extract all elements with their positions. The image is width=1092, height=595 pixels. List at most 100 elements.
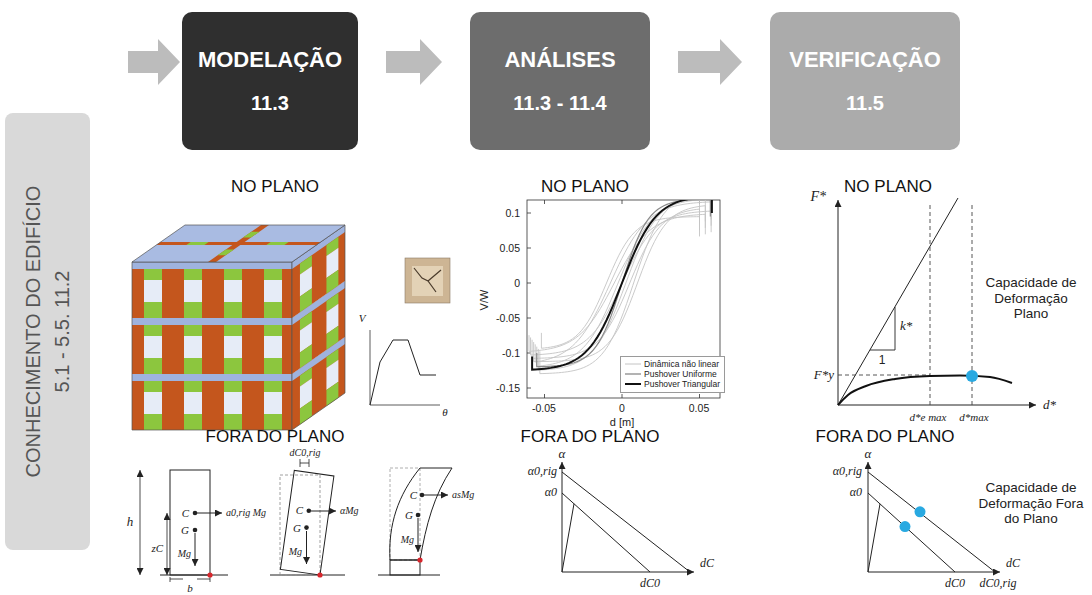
math-symbol: d*max [959,411,988,424]
opening [184,336,202,358]
legend-text: Pushover Uniforme [644,369,717,379]
label-holder: k* [900,319,912,334]
math-symbol: b [187,582,193,595]
slope-triangle [870,307,895,350]
capacity-note: Capacidade de Deformação Fora do Plano [976,480,1086,527]
math-symbol: V [359,312,366,325]
opening [224,280,242,302]
floor-slab [132,262,292,269]
spandrel [224,269,242,280]
axis-label: 0.1 [505,207,520,219]
spandrel [264,381,282,392]
dynamic-curve [541,217,699,349]
math-symbol: α [865,447,872,462]
math-symbol: d* [1043,398,1056,413]
step-text: VERIFICAÇÃO [789,46,941,74]
point [416,513,421,518]
label-holder: α0,rig [833,465,862,479]
label-holder: -0.1 [502,347,520,359]
capacity-curve [838,376,1012,406]
block-arrow [678,39,742,85]
step-box: MODELAÇÃO11.3 [182,12,358,150]
axis [868,462,869,572]
label-holder: NO PLANO [844,177,932,197]
label-holder: NO PLANO [231,177,319,197]
crack-line [414,268,441,292]
math-symbol: d*e max [910,411,947,424]
spandrel [326,382,338,406]
math-symbol: dC0,rig [979,577,1016,591]
tick [527,213,531,214]
point [193,528,198,533]
label-holder: d*max [959,411,988,424]
math-symbol: dC0 [640,577,660,591]
math-symbol: G [293,522,301,535]
label-holder: zC [151,542,163,555]
legend-line [625,374,641,375]
opening [184,392,202,414]
label-holder: α [559,447,566,462]
masonry-wall [292,337,345,430]
tick [699,394,700,398]
step-text: 11.5 [846,91,884,116]
label-holder: 0.05 [689,402,709,414]
math-symbol: k* [900,319,912,334]
label-holder: V [359,312,366,325]
force-arrow [306,531,307,564]
rotated-text-frame: CONHECIMENTO DO EDIFÍCIO5.1 - 5.5. 11.2 [5,113,90,550]
math-symbol: dC0,rig [290,447,321,459]
force-arrow [195,533,196,566]
label-holder: Capacidade de Deformação Fora do Plano [976,480,1086,527]
spandrel [184,358,202,374]
dashed-guide [930,204,931,405]
curve-group [529,200,712,374]
point [207,572,212,577]
axis-label: -0.05 [496,312,520,324]
opening [144,336,162,358]
opening [224,392,242,414]
force-arrow [311,511,336,512]
masonry-wall [132,318,292,374]
capacity-line [562,493,650,572]
math-symbol: θ [442,406,447,419]
math-symbol: C [410,489,417,502]
floor-slab [132,374,292,381]
lead-arrow [128,39,180,85]
math-symbol: C [182,507,189,520]
force-arrow [197,513,222,514]
chart-legend: Dinâmica não linearPushover UniformePush… [620,356,725,393]
label-holder: α0 [850,486,862,500]
point [304,525,309,530]
legend-row: Pushover Uniforme [625,369,720,379]
label-holder: h [127,515,134,530]
label-holder: d*e max [910,411,947,424]
label-holder: G [181,524,189,537]
axis-label: -0.05 [532,402,556,414]
math-symbol: α [559,447,566,462]
axis-label: -0.15 [496,382,520,394]
mini-axis [370,405,440,406]
inner-wall-band [243,232,259,238]
math-symbol: F* [810,189,826,205]
math-symbol: dC [700,557,714,571]
roof-slab [132,225,345,262]
spandrel [224,325,242,336]
rotated-wall [280,470,334,575]
label-holder: dC [1006,557,1020,571]
math-symbol: α0 [545,486,557,500]
label-holder: dC0,rig [979,577,1016,591]
label-holder: α0,rig [528,465,557,479]
label-holder: 0 [514,277,520,289]
math-symbol: G [405,509,413,522]
dimension-line [300,463,309,464]
axis [562,572,694,573]
inner-wall-band [186,242,208,245]
legend-row: Dinâmica não linear [625,359,720,369]
roof-plan [132,225,345,262]
label-holder: 0 [619,402,625,414]
block-arrow [386,39,442,85]
dimension-tick [300,459,301,467]
floor-slab [132,318,292,325]
original-position [390,468,420,560]
